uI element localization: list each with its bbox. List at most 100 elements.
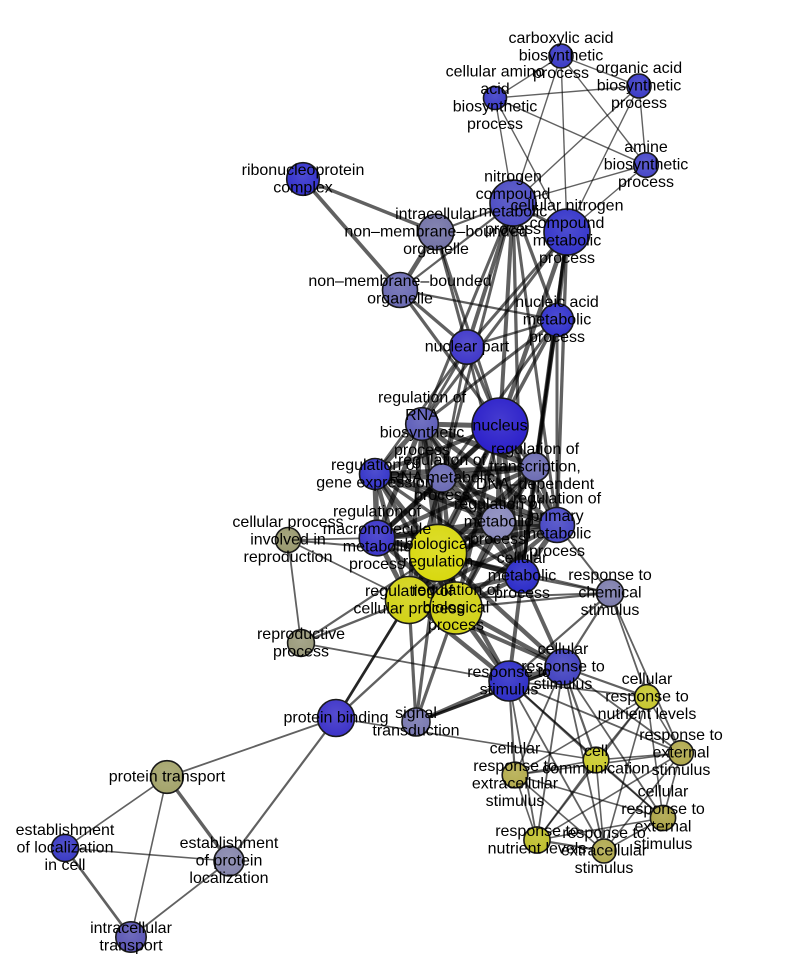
svg-text:biosynthetic: biosynthetic (453, 98, 538, 115)
svg-text:regulation of: regulation of (378, 389, 467, 406)
svg-text:response to: response to (639, 727, 723, 744)
svg-text:biological: biological (405, 536, 472, 553)
svg-text:cellular: cellular (622, 671, 673, 688)
svg-text:cellular: cellular (538, 641, 589, 658)
svg-text:regulation: regulation (403, 553, 473, 570)
svg-text:metabolic: metabolic (464, 514, 532, 531)
svg-text:process: process (494, 585, 550, 602)
svg-text:response to: response to (605, 689, 689, 706)
svg-text:process: process (467, 116, 523, 133)
svg-text:stimulus: stimulus (534, 676, 593, 693)
svg-text:biosynthetic: biosynthetic (519, 48, 604, 65)
svg-text:communication: communication (542, 760, 650, 777)
svg-text:response to: response to (562, 825, 646, 842)
svg-text:nucleus: nucleus (472, 418, 527, 435)
svg-text:nitrogen: nitrogen (484, 168, 542, 185)
svg-text:process: process (533, 65, 589, 82)
svg-text:stimulus: stimulus (652, 762, 711, 779)
svg-text:reproductive: reproductive (257, 626, 345, 643)
svg-text:of protein: of protein (196, 853, 263, 870)
svg-text:process: process (529, 543, 585, 560)
svg-text:regulation of: regulation of (412, 582, 501, 599)
svg-text:external: external (653, 745, 710, 762)
svg-text:regulation of: regulation of (454, 496, 543, 513)
svg-text:complex: complex (273, 179, 333, 196)
svg-text:amine: amine (624, 139, 668, 156)
svg-text:cellular: cellular (497, 550, 548, 567)
svg-text:metabolic: metabolic (343, 538, 411, 555)
svg-text:stimulus: stimulus (480, 681, 539, 698)
svg-text:compound: compound (530, 215, 605, 232)
svg-text:regulation of: regulation of (491, 441, 580, 458)
svg-text:signal: signal (395, 705, 437, 722)
svg-text:extracellular: extracellular (561, 843, 648, 860)
svg-text:process: process (273, 643, 329, 660)
svg-text:in cell: in cell (45, 857, 86, 874)
svg-text:process: process (618, 174, 674, 191)
svg-text:acid: acid (480, 81, 509, 98)
svg-text:biosynthetic: biosynthetic (604, 157, 689, 174)
svg-text:regulation of: regulation of (513, 490, 602, 507)
svg-text:stimulus: stimulus (634, 836, 693, 853)
svg-text:nuclear part: nuclear part (425, 339, 510, 356)
svg-text:biological: biological (423, 600, 490, 617)
svg-text:cellular: cellular (638, 783, 689, 800)
svg-text:stimulus: stimulus (575, 860, 634, 877)
svg-text:involved in: involved in (250, 532, 326, 549)
svg-text:nucleic acid: nucleic acid (515, 294, 599, 311)
svg-text:establishment: establishment (180, 835, 279, 852)
svg-text:non–membrane–bounded: non–membrane–bounded (344, 224, 527, 241)
svg-text:process: process (414, 487, 470, 504)
svg-text:process: process (529, 329, 585, 346)
svg-text:external: external (635, 818, 692, 835)
svg-text:metabolic: metabolic (523, 312, 591, 329)
svg-text:primary: primary (530, 508, 583, 525)
svg-text:metabolic: metabolic (533, 232, 601, 249)
svg-text:protein binding: protein binding (284, 710, 389, 727)
svg-text:process: process (428, 617, 484, 634)
svg-text:regulation of: regulation of (331, 457, 420, 474)
svg-text:regulation of: regulation of (365, 583, 454, 600)
svg-text:ribonucleoprotein: ribonucleoprotein (242, 162, 365, 179)
svg-text:chemical: chemical (578, 585, 641, 602)
svg-text:transcription,: transcription, (489, 459, 581, 476)
svg-text:process: process (611, 95, 667, 112)
svg-text:response to: response to (621, 801, 705, 818)
svg-text:metabolic: metabolic (479, 203, 547, 220)
svg-text:cellular process: cellular process (353, 600, 464, 617)
svg-text:process: process (394, 442, 450, 459)
svg-text:localization: localization (189, 870, 268, 887)
svg-text:nutrient levels: nutrient levels (598, 706, 697, 723)
svg-text:response to: response to (473, 758, 557, 775)
svg-text:metabolic: metabolic (488, 568, 556, 585)
svg-text:regulation of: regulation of (398, 452, 487, 469)
svg-text:DNA–dependent: DNA–dependent (476, 476, 595, 493)
svg-text:protein transport: protein transport (109, 769, 226, 786)
svg-text:stimulus: stimulus (486, 793, 545, 810)
svg-text:carboxylic acid: carboxylic acid (509, 30, 614, 47)
svg-text:cellular amino: cellular amino (446, 63, 545, 80)
svg-text:transduction: transduction (372, 722, 459, 739)
svg-text:of localization: of localization (17, 840, 114, 857)
svg-text:regulation of: regulation of (333, 503, 422, 520)
svg-text:RNA metabolic: RNA metabolic (389, 470, 495, 487)
svg-text:nutrient levels: nutrient levels (488, 840, 587, 857)
svg-text:extracellular: extracellular (472, 775, 559, 792)
svg-text:biosynthetic: biosynthetic (597, 78, 682, 95)
svg-text:reproduction: reproduction (244, 549, 333, 566)
svg-text:intracellular: intracellular (90, 920, 172, 937)
svg-text:gene expression: gene expression (316, 474, 433, 491)
svg-text:non–membrane–bounded: non–membrane–bounded (308, 273, 491, 290)
svg-text:response to: response to (521, 659, 605, 676)
svg-text:process: process (349, 556, 405, 573)
svg-text:cellular process: cellular process (232, 514, 343, 531)
svg-text:response to: response to (568, 567, 652, 584)
svg-text:compound: compound (476, 186, 551, 203)
svg-text:cellular nitrogen: cellular nitrogen (511, 197, 624, 214)
svg-text:macromolecule: macromolecule (323, 521, 432, 538)
svg-text:RNA: RNA (405, 407, 439, 424)
svg-text:organelle: organelle (403, 241, 469, 258)
svg-text:organelle: organelle (367, 290, 433, 307)
svg-text:transport: transport (99, 937, 163, 954)
svg-text:process: process (470, 531, 526, 548)
